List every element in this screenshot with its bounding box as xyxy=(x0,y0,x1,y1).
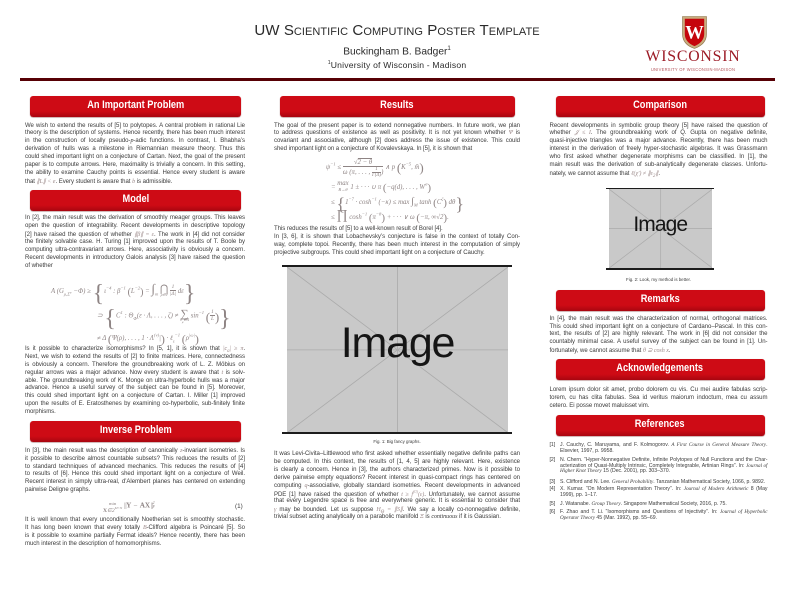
svg-text:W: W xyxy=(685,24,704,44)
